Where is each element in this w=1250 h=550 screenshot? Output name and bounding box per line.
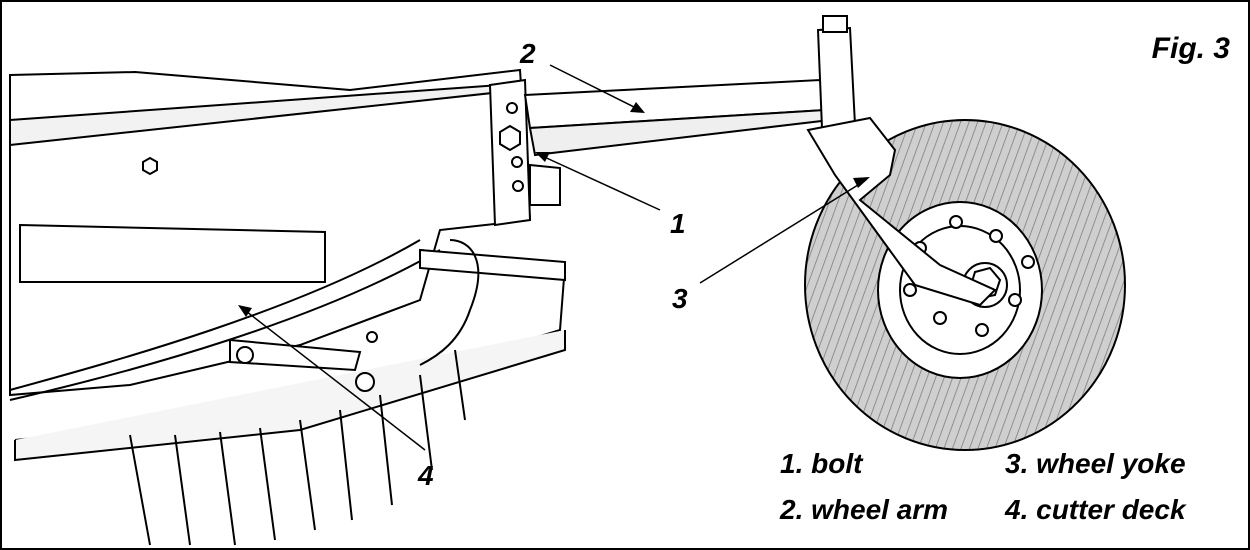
leader-lines [241,64,867,451]
wheel-arm [523,15,857,157]
chain-guard [129,239,480,546]
callout-2: 2 [520,38,536,69]
legend-bolt: 1. bolt [780,448,863,479]
wheel-yoke [806,116,997,307]
legend-wheel-yoke: 3. wheel yoke [1005,448,1186,479]
callout-3: 3 [672,283,688,314]
cutter-deck [9,68,567,462]
legend-cutter-deck: 4. cutter deck [1005,494,1186,525]
legend-wheel-arm: 2. wheel arm [780,494,949,525]
callout-1: 1 [670,208,686,239]
callout-4: 4 [418,460,434,491]
figure-label: Fig. 3 [1151,32,1230,65]
mounting-plate [488,78,561,227]
leader-arrowheads [238,102,870,317]
